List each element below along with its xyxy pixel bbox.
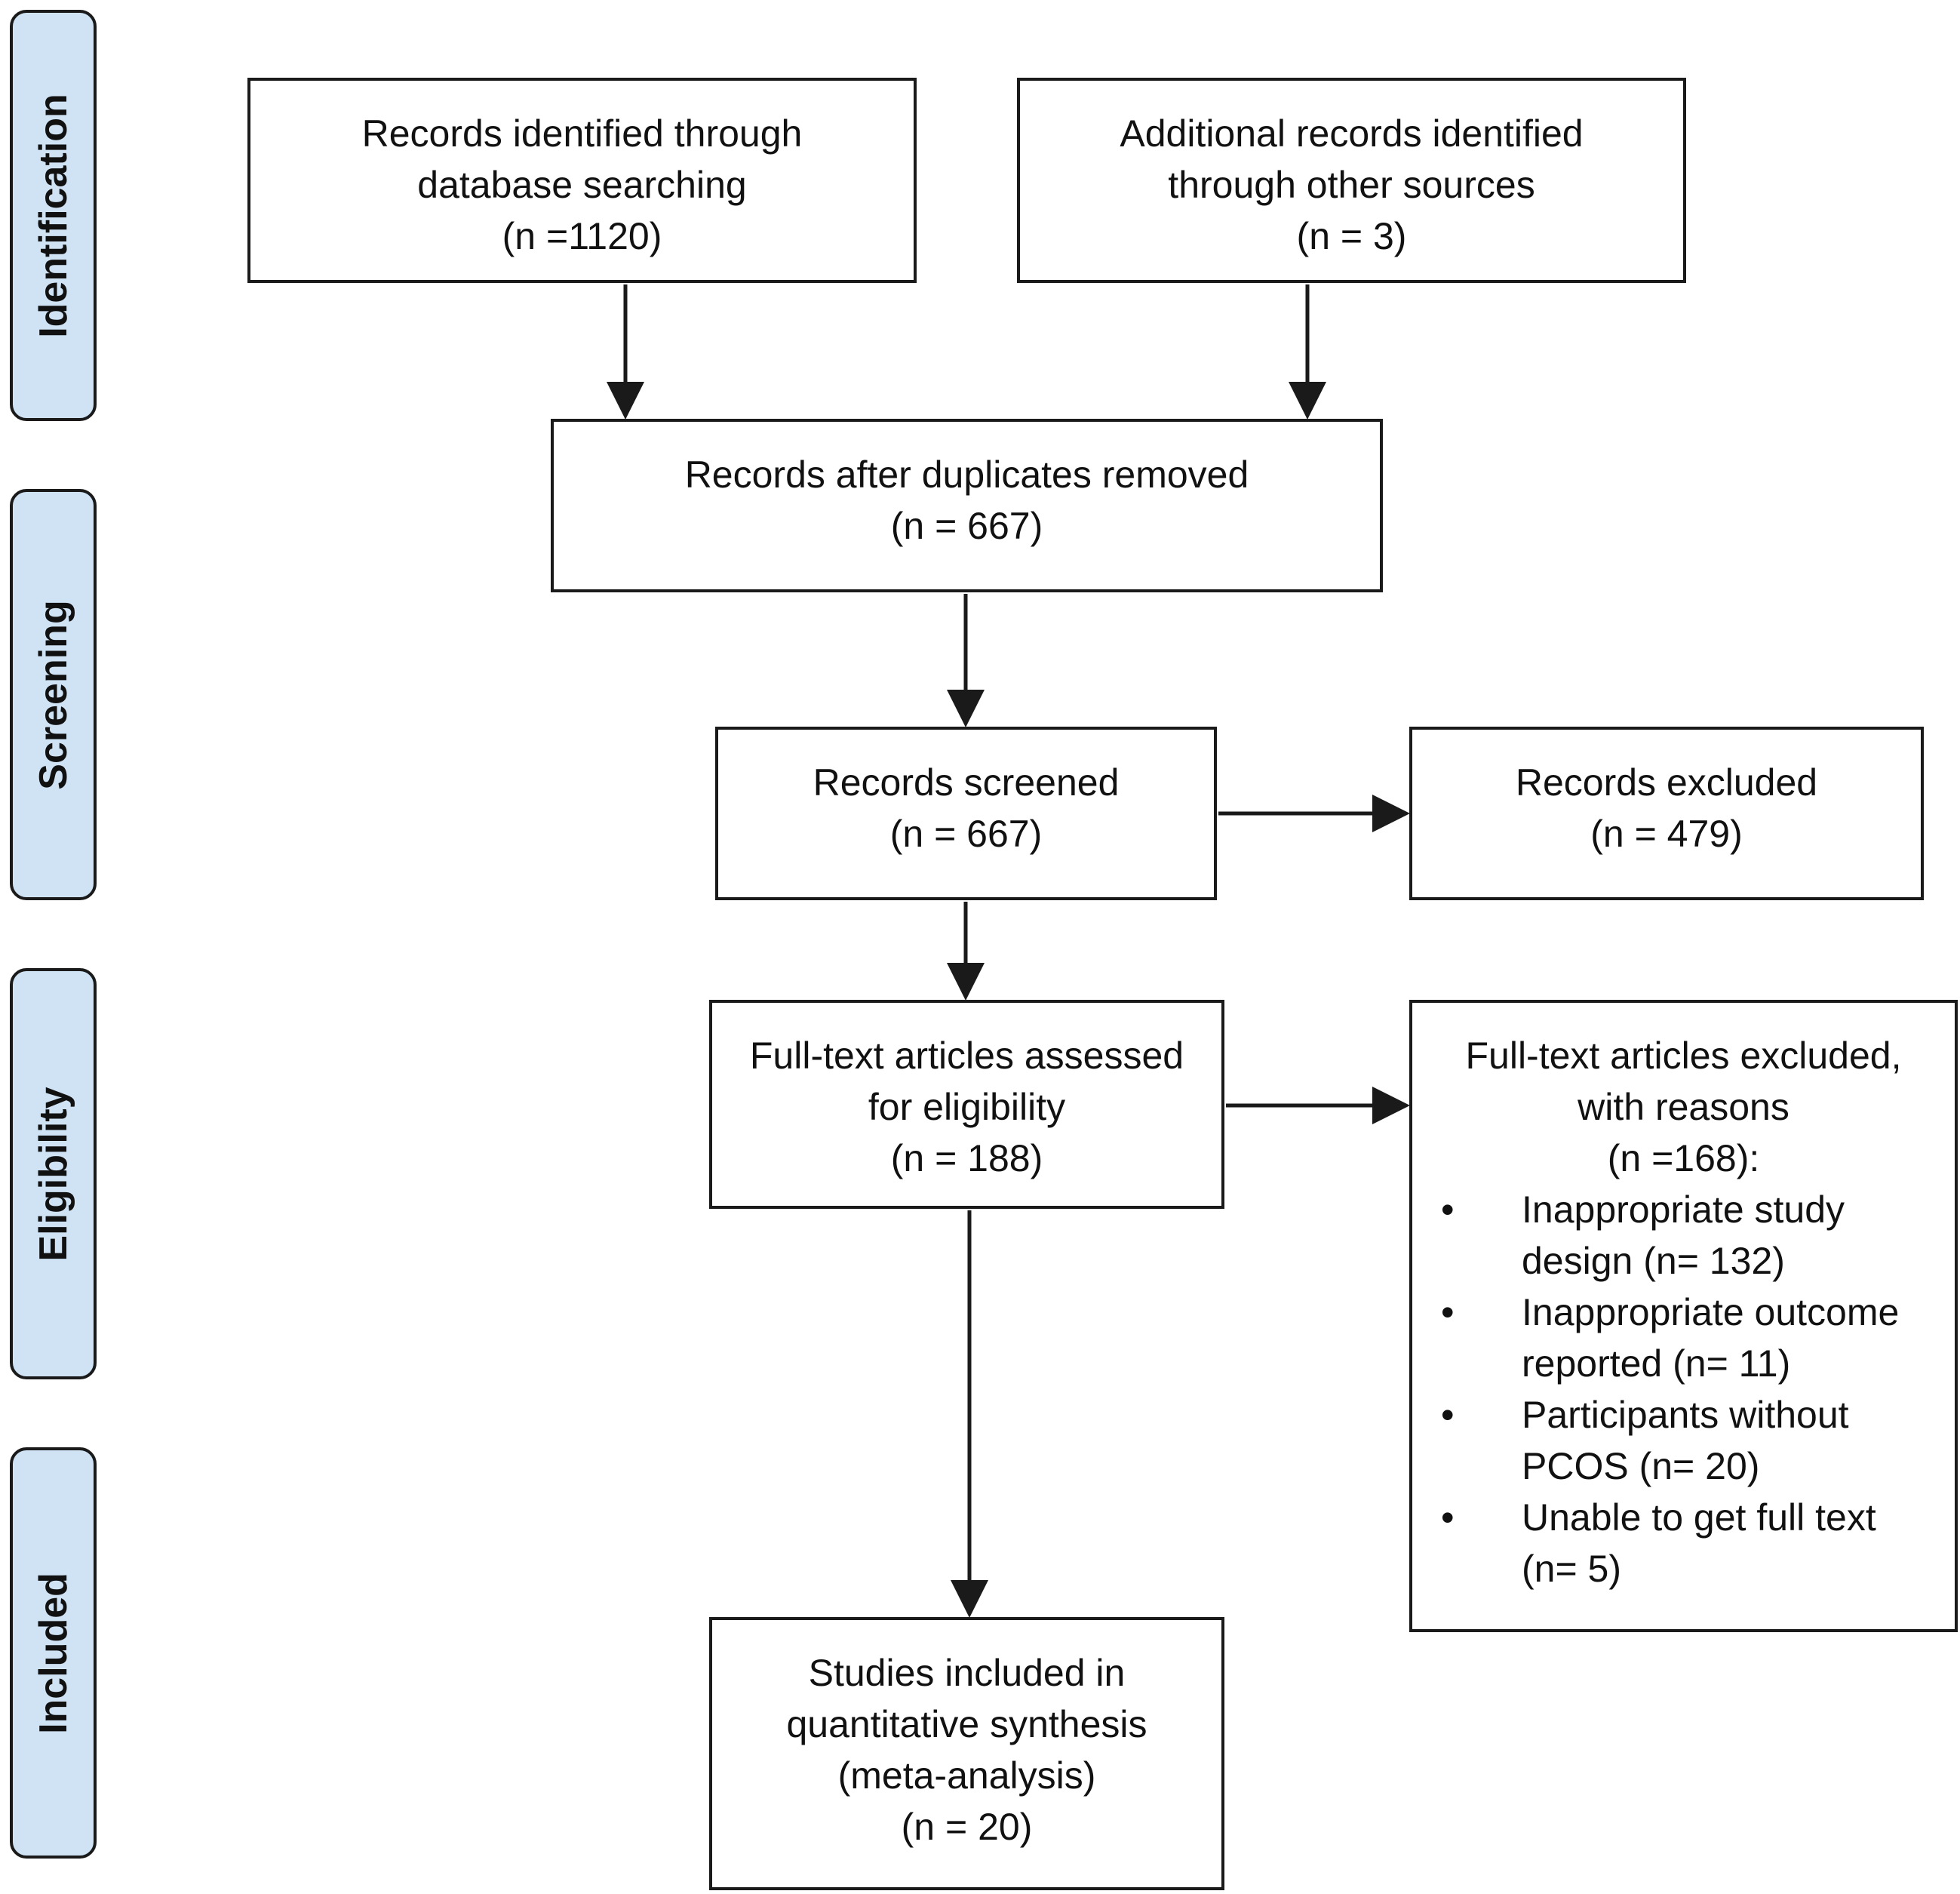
box-full-text-assessed: Full-text articles assessed for eligibil… — [709, 1000, 1224, 1209]
box-count: (n =168): — [1607, 1137, 1760, 1179]
exclusion-reason: • Unable to get full text (n= 5) — [1412, 1492, 1955, 1594]
box-text: Records screened — [813, 761, 1120, 804]
phase-identification: Identification — [10, 10, 97, 421]
reason-text: (n= 5) — [1522, 1548, 1622, 1590]
reason-text: Inappropriate study — [1522, 1188, 1845, 1231]
phase-screening: Screening — [10, 489, 97, 900]
exclusion-reason: • Participants without PCOS (n= 20) — [1412, 1389, 1955, 1492]
reason-text: Participants without — [1522, 1394, 1849, 1436]
phase-eligibility-label: Eligibility — [31, 1086, 75, 1262]
bullet-icon: • — [1441, 1291, 1455, 1333]
reason-text: design (n= 132) — [1522, 1240, 1785, 1282]
box-text: for eligibility — [868, 1086, 1066, 1128]
box-text: Records after duplicates removed — [684, 454, 1249, 496]
box-count: (n =1120) — [502, 215, 662, 257]
reason-text: reported (n= 11) — [1522, 1342, 1791, 1385]
box-text: with reasons — [1578, 1086, 1789, 1128]
reason-text: Inappropriate outcome — [1522, 1291, 1900, 1333]
phase-included-label: Included — [31, 1572, 75, 1734]
box-other-sources: Additional records identified through ot… — [1017, 78, 1686, 283]
box-studies-included: Studies included in quantitative synthes… — [709, 1617, 1224, 1890]
phase-included: Included — [10, 1447, 97, 1859]
exclusion-reason: • Inappropriate outcome reported (n= 11) — [1412, 1287, 1955, 1389]
box-database-records: Records identified through database sear… — [247, 78, 917, 283]
box-full-text-excluded: Full-text articles excluded, with reason… — [1409, 1000, 1958, 1632]
box-duplicates-removed: Records after duplicates removed (n = 66… — [551, 419, 1383, 592]
box-text: through other sources — [1168, 164, 1535, 206]
bullet-icon: • — [1441, 1496, 1455, 1539]
box-text: Additional records identified — [1120, 112, 1584, 155]
box-text: Records identified through — [361, 112, 803, 155]
box-count: (n = 3) — [1296, 215, 1407, 257]
box-count: (n = 479) — [1590, 813, 1743, 855]
box-text: Full-text articles excluded, — [1465, 1035, 1902, 1077]
box-text: quantitative synthesis — [786, 1703, 1147, 1745]
box-count: (n = 667) — [890, 505, 1043, 547]
bullet-icon: • — [1441, 1188, 1455, 1231]
box-count: (n = 667) — [889, 813, 1043, 855]
box-text: Studies included in — [808, 1652, 1126, 1694]
box-count: (n = 20) — [901, 1806, 1033, 1848]
phase-screening-label: Screening — [31, 599, 75, 790]
phase-eligibility: Eligibility — [10, 968, 97, 1379]
bullet-icon: • — [1441, 1394, 1455, 1436]
box-records-screened: Records screened (n = 667) — [715, 727, 1217, 900]
box-text: Full-text articles assessed — [749, 1035, 1184, 1077]
box-text: (meta-analysis) — [837, 1754, 1096, 1797]
box-text: database searching — [417, 164, 747, 206]
exclusion-reason: • Inappropriate study design (n= 132) — [1412, 1184, 1955, 1287]
phase-identification-label: Identification — [31, 93, 75, 338]
reason-text: PCOS (n= 20) — [1522, 1445, 1760, 1487]
reason-text: Unable to get full text — [1522, 1496, 1876, 1539]
box-text: Records excluded — [1515, 761, 1818, 804]
box-records-excluded: Records excluded (n = 479) — [1409, 727, 1924, 900]
box-count: (n = 188) — [890, 1137, 1043, 1179]
